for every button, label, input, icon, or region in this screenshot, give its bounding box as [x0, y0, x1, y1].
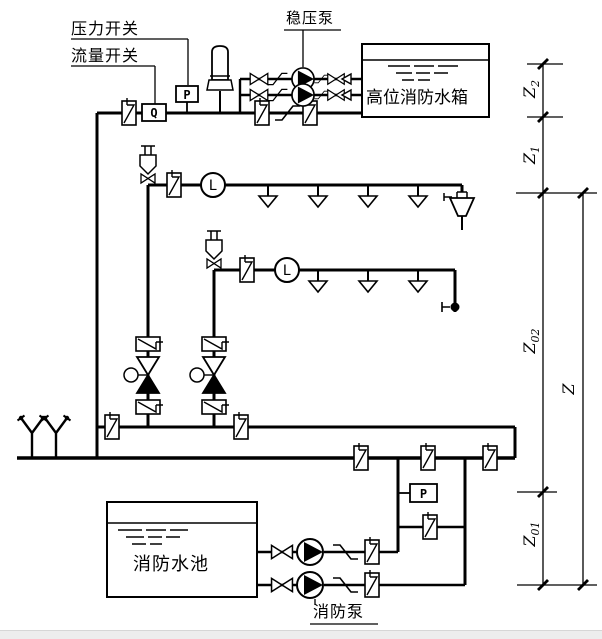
flow-indicator-circle	[200, 172, 226, 198]
footer-bar	[0, 630, 602, 639]
water-surface-dashes	[388, 65, 458, 81]
pump-pressure-letter: P	[420, 487, 427, 501]
flow-indicator-letter: L	[283, 263, 291, 279]
signal-valve	[166, 169, 182, 198]
high-level-tank	[361, 43, 490, 118]
pressure-switch-box	[175, 85, 199, 103]
sprinkler-head	[358, 184, 378, 208]
wet-alarm-valve	[189, 356, 226, 394]
pressure-switch-letter: P	[183, 88, 190, 102]
tank-inlet	[340, 72, 352, 86]
flow-indicator-letter: L	[209, 178, 217, 194]
fire-water-pool	[106, 501, 258, 598]
signal-valve	[353, 442, 369, 471]
high-level-tank-label: 高位消防水箱	[366, 88, 468, 108]
flow-switch-label: 流量开关	[71, 46, 140, 65]
flow-switch-letter: Q	[150, 106, 157, 120]
flow-switch-box	[141, 103, 167, 122]
fire-department-connection	[16, 414, 48, 460]
dimension-ticks	[537, 58, 589, 591]
bypass-valve	[422, 511, 438, 540]
fire-pump-label: 消防泵	[313, 602, 365, 621]
dimension-label-z1: Z1	[520, 145, 543, 165]
signal-valve	[135, 336, 164, 352]
main-pipes	[17, 77, 517, 587]
fire-pump-symbol	[296, 538, 324, 566]
signal-valve	[201, 336, 230, 352]
sprinkler-head	[408, 184, 428, 208]
dimension-lines	[516, 63, 597, 586]
water-surface-dashes	[118, 529, 188, 545]
signal-valve	[135, 399, 164, 415]
pump-pressure-gauge-box	[409, 483, 438, 503]
air-vent	[205, 230, 223, 269]
stabilizing-pump-label: 稳压泵	[286, 9, 335, 27]
dimension-label-z2: Z2	[520, 79, 543, 99]
fire-pump-symbol	[296, 571, 324, 599]
end-test-funnel	[443, 191, 476, 230]
signal-valve	[121, 97, 137, 126]
stabilizing-pump-set	[249, 67, 352, 107]
stabilizing-pump-symbol	[291, 83, 315, 107]
dimension-label-z: Z	[559, 383, 578, 395]
flow-indicator-circle	[274, 257, 300, 283]
sprinkler-head	[308, 184, 328, 208]
signal-valve	[233, 411, 249, 440]
sprinkler-head	[308, 269, 328, 293]
signal-valve	[104, 411, 120, 440]
dimension-label-z02: Z02	[520, 328, 543, 354]
sprinkler-head	[358, 269, 378, 293]
sprinkler-head	[408, 269, 428, 293]
end-test-valve	[441, 302, 460, 312]
signal-valve	[201, 399, 230, 415]
leader-lines	[71, 29, 378, 625]
fire-department-connection	[40, 414, 72, 460]
pressure-vessel	[206, 45, 234, 91]
pressure-switch-label: 压力开关	[71, 19, 140, 38]
signal-valve	[482, 442, 498, 471]
signal-valve	[239, 254, 255, 283]
air-vent	[139, 145, 157, 184]
fire-water-pool-label: 消防水池	[133, 554, 209, 575]
signal-valve	[254, 97, 270, 126]
fire-pump-set	[270, 536, 380, 599]
signal-valve	[420, 442, 436, 471]
tank-inlet	[340, 88, 352, 102]
sprinkler-head	[258, 184, 278, 208]
dimension-label-z01: Z01	[520, 521, 543, 547]
wet-alarm-valve	[123, 356, 160, 394]
